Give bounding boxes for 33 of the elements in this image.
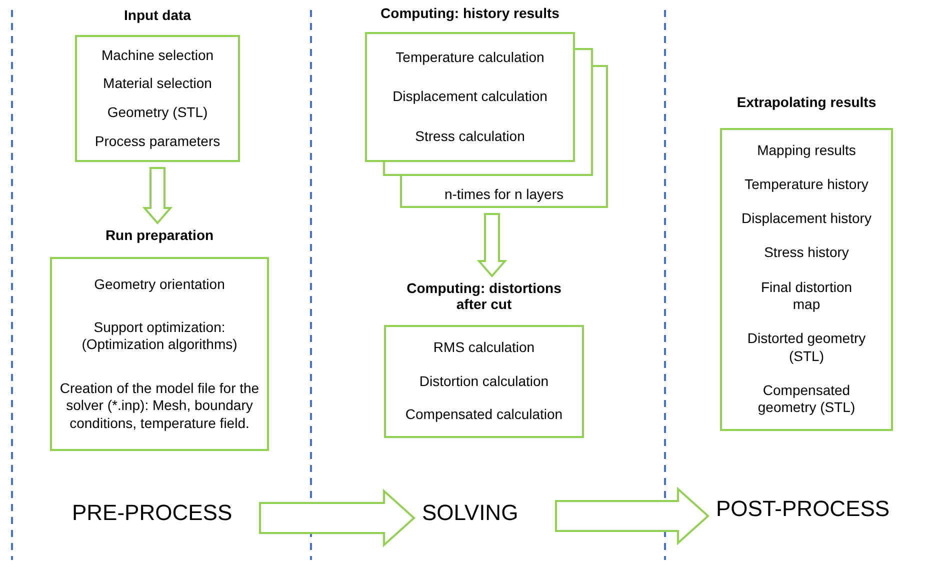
step-text: Stress history [764, 244, 849, 262]
step-text: Machine selection [101, 46, 214, 64]
step-text: Material selection [103, 75, 212, 93]
step-text: n-times for n layers [444, 186, 564, 203]
step-text: Support optimization: (Optimization algorithms) [80, 318, 238, 354]
step-text: Geometry orientation [94, 276, 225, 294]
step-text: Displacement history [742, 210, 872, 228]
block-arrow [476, 213, 508, 278]
step-text: Stress calculation [415, 128, 525, 146]
block-arrow [555, 486, 710, 546]
step-text: RMS calculation [433, 339, 535, 357]
step-text: Mapping results [757, 142, 856, 160]
stage-label: PRE-PROCESS [72, 500, 234, 526]
stage-label: SOLVING [422, 500, 520, 526]
section-heading: Extrapolating results [736, 94, 876, 110]
section-heading: Computing: history results [380, 5, 560, 21]
step-text: Geometry (STL) [107, 104, 208, 122]
step-text: Distortion calculation [419, 372, 549, 390]
section-heading: Run preparation [105, 227, 214, 243]
block-arrow [142, 167, 173, 225]
section-heading: Input data [124, 7, 191, 23]
step-text: Temperature history [744, 176, 868, 194]
stage-label: POST-PROCESS [716, 496, 891, 522]
step-text: Process parameters [94, 132, 220, 150]
step-text: Compensated calculation [405, 406, 563, 424]
section-heading: Computing: distortions after cut [406, 280, 562, 312]
step-text: Distorted geometry (STL) [746, 330, 866, 366]
step-text: Compensated geometry (STL) [756, 382, 856, 417]
block-arrow [259, 488, 416, 548]
step-text: Temperature calculation [396, 48, 544, 66]
step-text: Final distortion map [760, 278, 854, 314]
step-text: Creation of the model file for the solver (*.inp): Mesh, boundary conditions, temperature field. [60, 380, 260, 432]
step-text: Displacement calculation [392, 88, 548, 106]
